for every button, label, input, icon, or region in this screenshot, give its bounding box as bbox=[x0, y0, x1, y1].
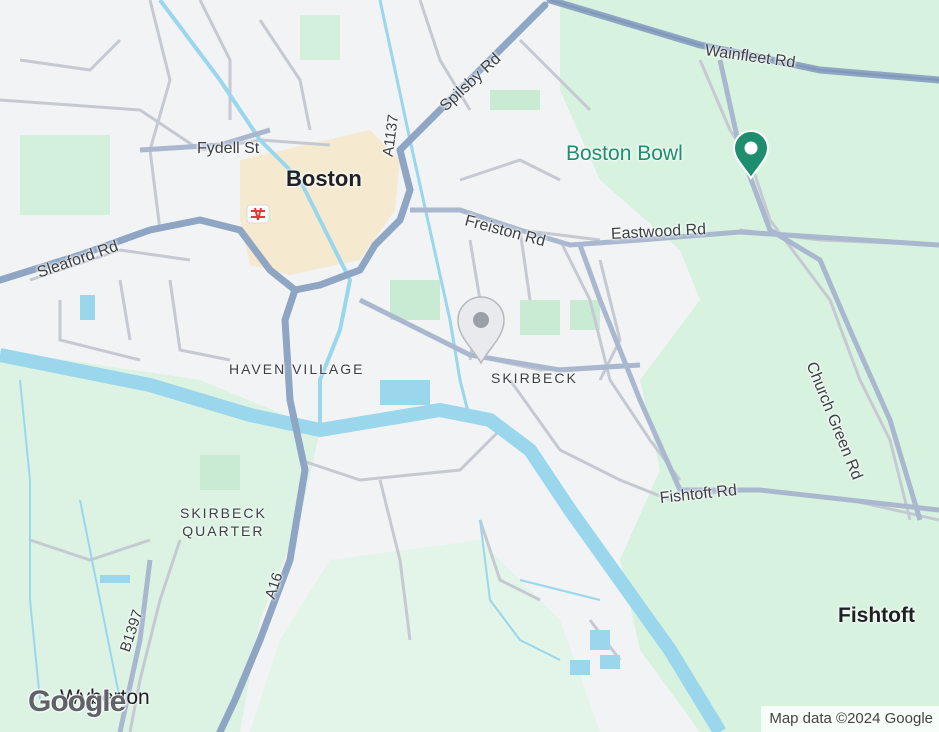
area-label-haven-village: HAVEN VILLAGE bbox=[229, 361, 365, 377]
town-centre-area bbox=[240, 130, 400, 275]
area-label-skirbeck: SKIRBECK bbox=[491, 370, 578, 386]
location-pin-icon[interactable] bbox=[455, 293, 507, 365]
waterways bbox=[0, 0, 726, 732]
rail-station-icon bbox=[246, 204, 270, 224]
poi-pin-icon[interactable] bbox=[731, 128, 771, 180]
park-area-east bbox=[560, 0, 939, 732]
place-label-boston: Boston bbox=[286, 166, 362, 191]
pond-3 bbox=[570, 660, 590, 675]
pond-1 bbox=[80, 295, 95, 320]
road-label-fydell: Fydell St bbox=[197, 140, 260, 157]
pond-2 bbox=[590, 630, 610, 650]
place-label-wyberton: Wyberton bbox=[60, 686, 150, 709]
area-label-skirbeck-quarter: SKIRBECK QUARTER bbox=[180, 504, 267, 540]
park-small-1 bbox=[390, 280, 440, 320]
major-roads-outline bbox=[549, 0, 939, 81]
dock-water bbox=[380, 380, 430, 405]
google-logo: Google bbox=[28, 685, 126, 718]
park-small-5 bbox=[200, 455, 240, 490]
park-area-south bbox=[250, 540, 600, 732]
park-area-north bbox=[300, 15, 340, 60]
park-area-west bbox=[20, 135, 110, 215]
pond-5 bbox=[100, 575, 130, 583]
place-label-fishtoft: Fishtoft bbox=[838, 604, 915, 627]
area-label-skirbeck-quarter-line1: SKIRBECK bbox=[180, 505, 267, 521]
park-area-southwest bbox=[0, 350, 320, 732]
pond-4 bbox=[600, 655, 620, 669]
poi-label-boston-bowl[interactable]: Boston Bowl bbox=[566, 142, 683, 165]
park-small-3 bbox=[520, 300, 560, 335]
map-attribution[interactable]: Map data ©2024 Google bbox=[761, 706, 939, 732]
park-small-2 bbox=[490, 90, 540, 110]
area-label-skirbeck-quarter-line2: QUARTER bbox=[182, 523, 265, 539]
